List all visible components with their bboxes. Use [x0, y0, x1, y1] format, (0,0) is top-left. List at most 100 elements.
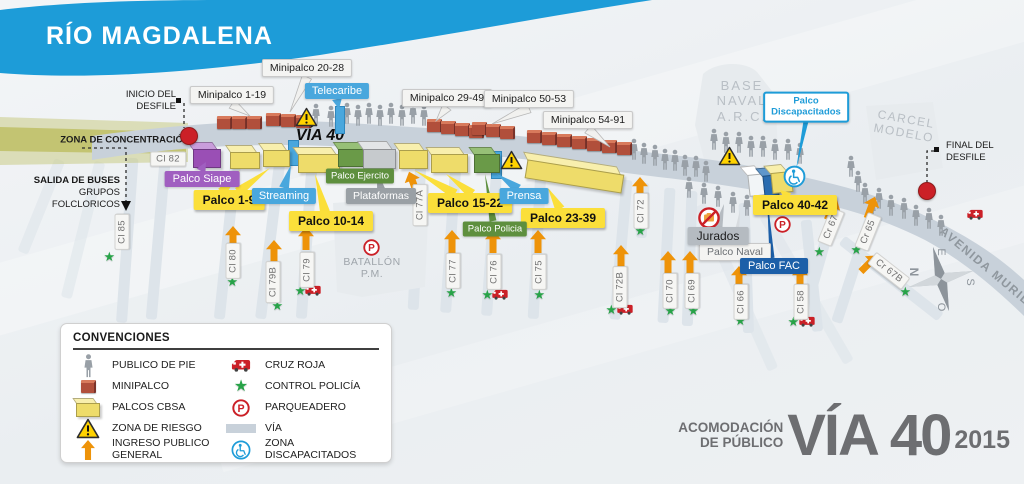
- person-icon: [770, 138, 780, 161]
- street-label-cl-69: Cl 69: [684, 273, 700, 309]
- street-label-cl-79: Cl 79: [299, 252, 315, 288]
- label-palco-siape: Palco Siape: [164, 171, 240, 187]
- stand-strip: [335, 106, 345, 134]
- label-minipalco-50-53: Minipalco 50-53: [483, 90, 575, 108]
- police-star-icon: ★: [533, 287, 546, 302]
- tri-icon: [73, 418, 103, 439]
- person-icon: [746, 135, 756, 158]
- palco-box: [224, 145, 260, 169]
- red-cross-icon: [966, 208, 984, 221]
- entry-arrow-icon: [682, 250, 698, 274]
- svg-text:P: P: [237, 402, 244, 414]
- salida-line1: SALIDA DE BUSES: [33, 175, 120, 186]
- person-icon: [639, 142, 649, 165]
- minipalco-icon: [587, 138, 602, 151]
- person-icon: [924, 207, 934, 230]
- street-label-cl-80: Cl 80: [225, 243, 241, 279]
- endpoint-marker: [933, 146, 939, 152]
- final-desfile-note: FINAL DEL DESFILE: [946, 140, 1008, 164]
- legend-item-label: VÍA: [265, 421, 282, 434]
- label-palco-fac: Palco FAC: [740, 258, 808, 274]
- minipalco-icon: [557, 134, 572, 147]
- person-icon: [670, 149, 680, 172]
- wheel-icon: [226, 440, 256, 460]
- label-jurados: Jurados: [687, 227, 749, 245]
- police-star-icon: ★: [103, 249, 116, 264]
- inicio-line1: INICIO DEL: [125, 89, 176, 100]
- legend-item-cruz-roja: CRUZ ROJA: [226, 355, 379, 376]
- route-endpoint-dot: [180, 127, 198, 145]
- legend-item-label: MINIPALCO: [112, 379, 169, 392]
- inicio-desfile-note: INICIO DEL DESFILE: [118, 89, 176, 113]
- legend-item-label: PARQUEADERO: [265, 400, 346, 413]
- label-palco-policia: Palco Policia: [462, 221, 528, 237]
- legend-item-zona-discapacitados: ZONA DISCAPACITADOS: [226, 437, 379, 461]
- street-label-cr-67b: Cr 67B: [867, 251, 911, 291]
- label-prensa: Prensa: [499, 188, 549, 204]
- entry-arrow-icon: [444, 229, 460, 253]
- parking-icon: P: [773, 215, 791, 233]
- final-line1: FINAL DEL: [946, 140, 994, 151]
- minipalco-icon: [441, 121, 456, 134]
- street-label-cl-66: Cl 66: [733, 284, 749, 320]
- street-label-cl-79b: Cl 79B: [265, 260, 281, 304]
- minipalco-icon: [232, 116, 247, 129]
- person-icon: [342, 102, 352, 125]
- legend-item-minipalco: MINIPALCO: [73, 376, 226, 397]
- minipalco-icon: [266, 113, 281, 126]
- person-icon: [364, 102, 374, 125]
- street-label-cl-75: Cl 75: [531, 254, 547, 290]
- palco-box: [425, 147, 468, 173]
- person-icon: [375, 104, 385, 127]
- person-icon: [691, 155, 701, 178]
- palco-box: [468, 147, 500, 173]
- street-label-cl-85: Cl 85: [114, 214, 130, 250]
- person-icon: [758, 135, 768, 158]
- minipalco-icon: [427, 119, 442, 132]
- legend-item-label: CONTROL POLICÍA: [265, 379, 361, 392]
- palco-box: [393, 143, 428, 169]
- risk-triangle-icon: [718, 146, 741, 166]
- minipalco-icon: [247, 116, 262, 129]
- label-plataformas: Plataformas: [345, 188, 417, 204]
- street-label-cl-77: Cl 77: [445, 253, 461, 289]
- label-telecaribe: Telecaribe: [304, 83, 370, 99]
- palco-box: [187, 142, 221, 168]
- minipalco-icon: [455, 123, 470, 136]
- minipalco-icon: [602, 140, 617, 153]
- label-minipalco-20-28: Minipalco 20-28: [261, 59, 353, 77]
- legend-item-label: ZONA DISCAPACITADOS: [265, 437, 357, 461]
- svg-text:P: P: [779, 220, 786, 231]
- legend-item-label: INGRESO PUBLICO GENERAL: [112, 437, 210, 461]
- minipalco-icon: [472, 122, 487, 135]
- inicio-line2: DESFILE: [136, 100, 176, 112]
- person-icon: [701, 160, 711, 183]
- legend-item-label: CRUZ ROJA: [265, 358, 326, 371]
- footer-year: 2015: [954, 426, 1010, 454]
- street-label-cl-72: Cl 72: [633, 193, 649, 229]
- minipalco-icon: [617, 142, 632, 155]
- street-label-cl-82: Cl 82: [150, 151, 186, 167]
- route-endpoint-dot: [918, 182, 936, 200]
- person-icon: [73, 353, 103, 378]
- person-icon: [783, 138, 793, 161]
- salida-line2: GRUPOS FOLCLORICOS: [51, 186, 120, 210]
- person-icon: [911, 204, 921, 227]
- via-icon: [226, 424, 256, 433]
- entry-arrow-icon: [660, 250, 676, 274]
- endpoint-marker: [175, 97, 181, 103]
- label-palco-23-39: Palco 23-39: [520, 208, 606, 228]
- legend-item-label: PUBLICO DE PIE: [112, 358, 196, 371]
- palco-box: [356, 141, 396, 169]
- person-icon: [886, 194, 896, 217]
- mini-icon: [73, 380, 103, 393]
- risk-triangle-icon: [295, 107, 318, 127]
- park-icon: P: [226, 398, 256, 417]
- legend-title: CONVENCIONES: [73, 332, 379, 350]
- concentration-zone-label: ZONA DE CONCENTRACIÓN: [60, 134, 190, 146]
- street-label-cr-65: Cr 65: [854, 212, 882, 252]
